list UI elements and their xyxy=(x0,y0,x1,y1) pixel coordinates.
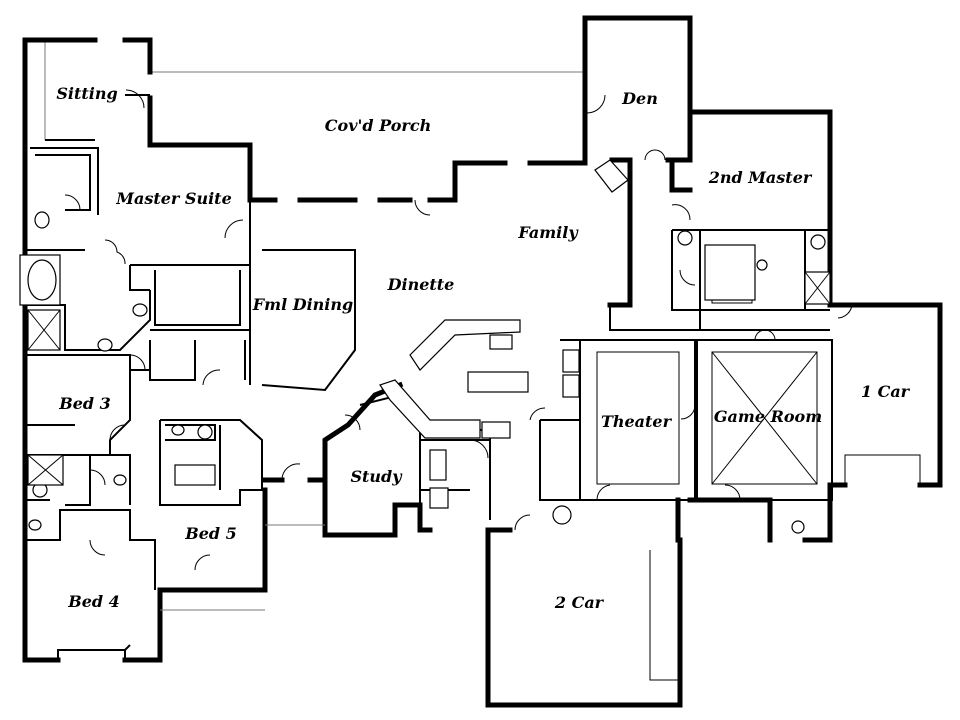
toilet xyxy=(791,520,805,534)
door-swing xyxy=(680,404,696,420)
room-label-fml-dining: Fml Dining xyxy=(252,295,353,314)
bathtub xyxy=(704,244,756,301)
range xyxy=(481,421,511,439)
door-swing xyxy=(754,329,776,341)
sink xyxy=(756,259,768,271)
door-swing xyxy=(109,424,126,441)
room-label-sitting: Sitting xyxy=(56,84,117,103)
shower xyxy=(27,454,64,486)
fixtures xyxy=(19,159,831,534)
room-label-den: Den xyxy=(621,89,658,108)
sink xyxy=(171,424,185,436)
water-heater xyxy=(552,505,572,525)
room-label-family: Family xyxy=(517,223,579,242)
sink xyxy=(97,338,113,352)
door-swing xyxy=(414,199,431,216)
exterior-walls xyxy=(22,15,943,708)
door-swing xyxy=(724,484,741,501)
room-label-2-car: 2 Car xyxy=(554,593,605,612)
room-label-master-suite: Master Suite xyxy=(115,189,232,208)
door-swing xyxy=(344,414,361,431)
door-swing xyxy=(89,469,106,486)
door-swing xyxy=(64,194,81,211)
bathtub xyxy=(174,464,216,486)
sink xyxy=(113,474,127,486)
door-swing xyxy=(104,239,126,265)
interior-walls xyxy=(25,94,921,681)
island-counter xyxy=(467,371,529,393)
door-swing xyxy=(469,439,489,459)
door-swing xyxy=(194,554,211,571)
game-room-ceiling xyxy=(711,351,818,485)
toilet xyxy=(197,424,213,440)
door-swing xyxy=(129,354,146,371)
toilet xyxy=(34,211,50,229)
kitchen-sink xyxy=(489,334,513,350)
doors xyxy=(64,89,853,571)
fireplace xyxy=(594,159,629,193)
door-swing xyxy=(89,539,106,556)
room-label-covd-porch: Cov'd Porch xyxy=(325,116,431,135)
room-label-bed-3: Bed 3 xyxy=(58,394,111,413)
fridge xyxy=(429,449,447,481)
room-label-game-room: Game Room xyxy=(714,407,822,426)
door-swing xyxy=(281,463,301,481)
door-swing xyxy=(671,204,691,221)
room-label-1-car: 1 Car xyxy=(861,382,911,401)
room-label-study: Study xyxy=(350,467,403,486)
door-swing xyxy=(125,89,145,109)
sink xyxy=(132,303,148,317)
shower xyxy=(804,271,831,305)
door-swing xyxy=(679,269,696,286)
washer xyxy=(562,349,580,373)
door-swing xyxy=(529,407,546,421)
room-label-dinette: Dinette xyxy=(387,275,455,294)
kitchen-counter xyxy=(379,379,481,439)
shower xyxy=(27,309,61,351)
door-swing xyxy=(837,304,853,319)
room-label-theater: Theater xyxy=(601,412,673,431)
door-swing xyxy=(202,369,221,386)
door-swing xyxy=(224,219,244,239)
kitchen-island xyxy=(409,319,521,371)
room-labels: Sitting Cov'd Porch Den Master Suite 2nd… xyxy=(56,84,910,612)
dryer xyxy=(562,374,580,398)
door-swing xyxy=(596,484,611,501)
toilet xyxy=(677,230,693,246)
sink xyxy=(28,519,42,531)
door-swing xyxy=(514,514,531,531)
toilet xyxy=(810,234,826,250)
oven xyxy=(429,487,449,509)
door-swing xyxy=(644,149,666,161)
room-label-bed-5: Bed 5 xyxy=(184,524,237,543)
door-swing xyxy=(586,94,606,114)
room-label-bed-4: Bed 4 xyxy=(67,592,120,611)
room-label-2nd-master: 2nd Master xyxy=(708,168,813,187)
